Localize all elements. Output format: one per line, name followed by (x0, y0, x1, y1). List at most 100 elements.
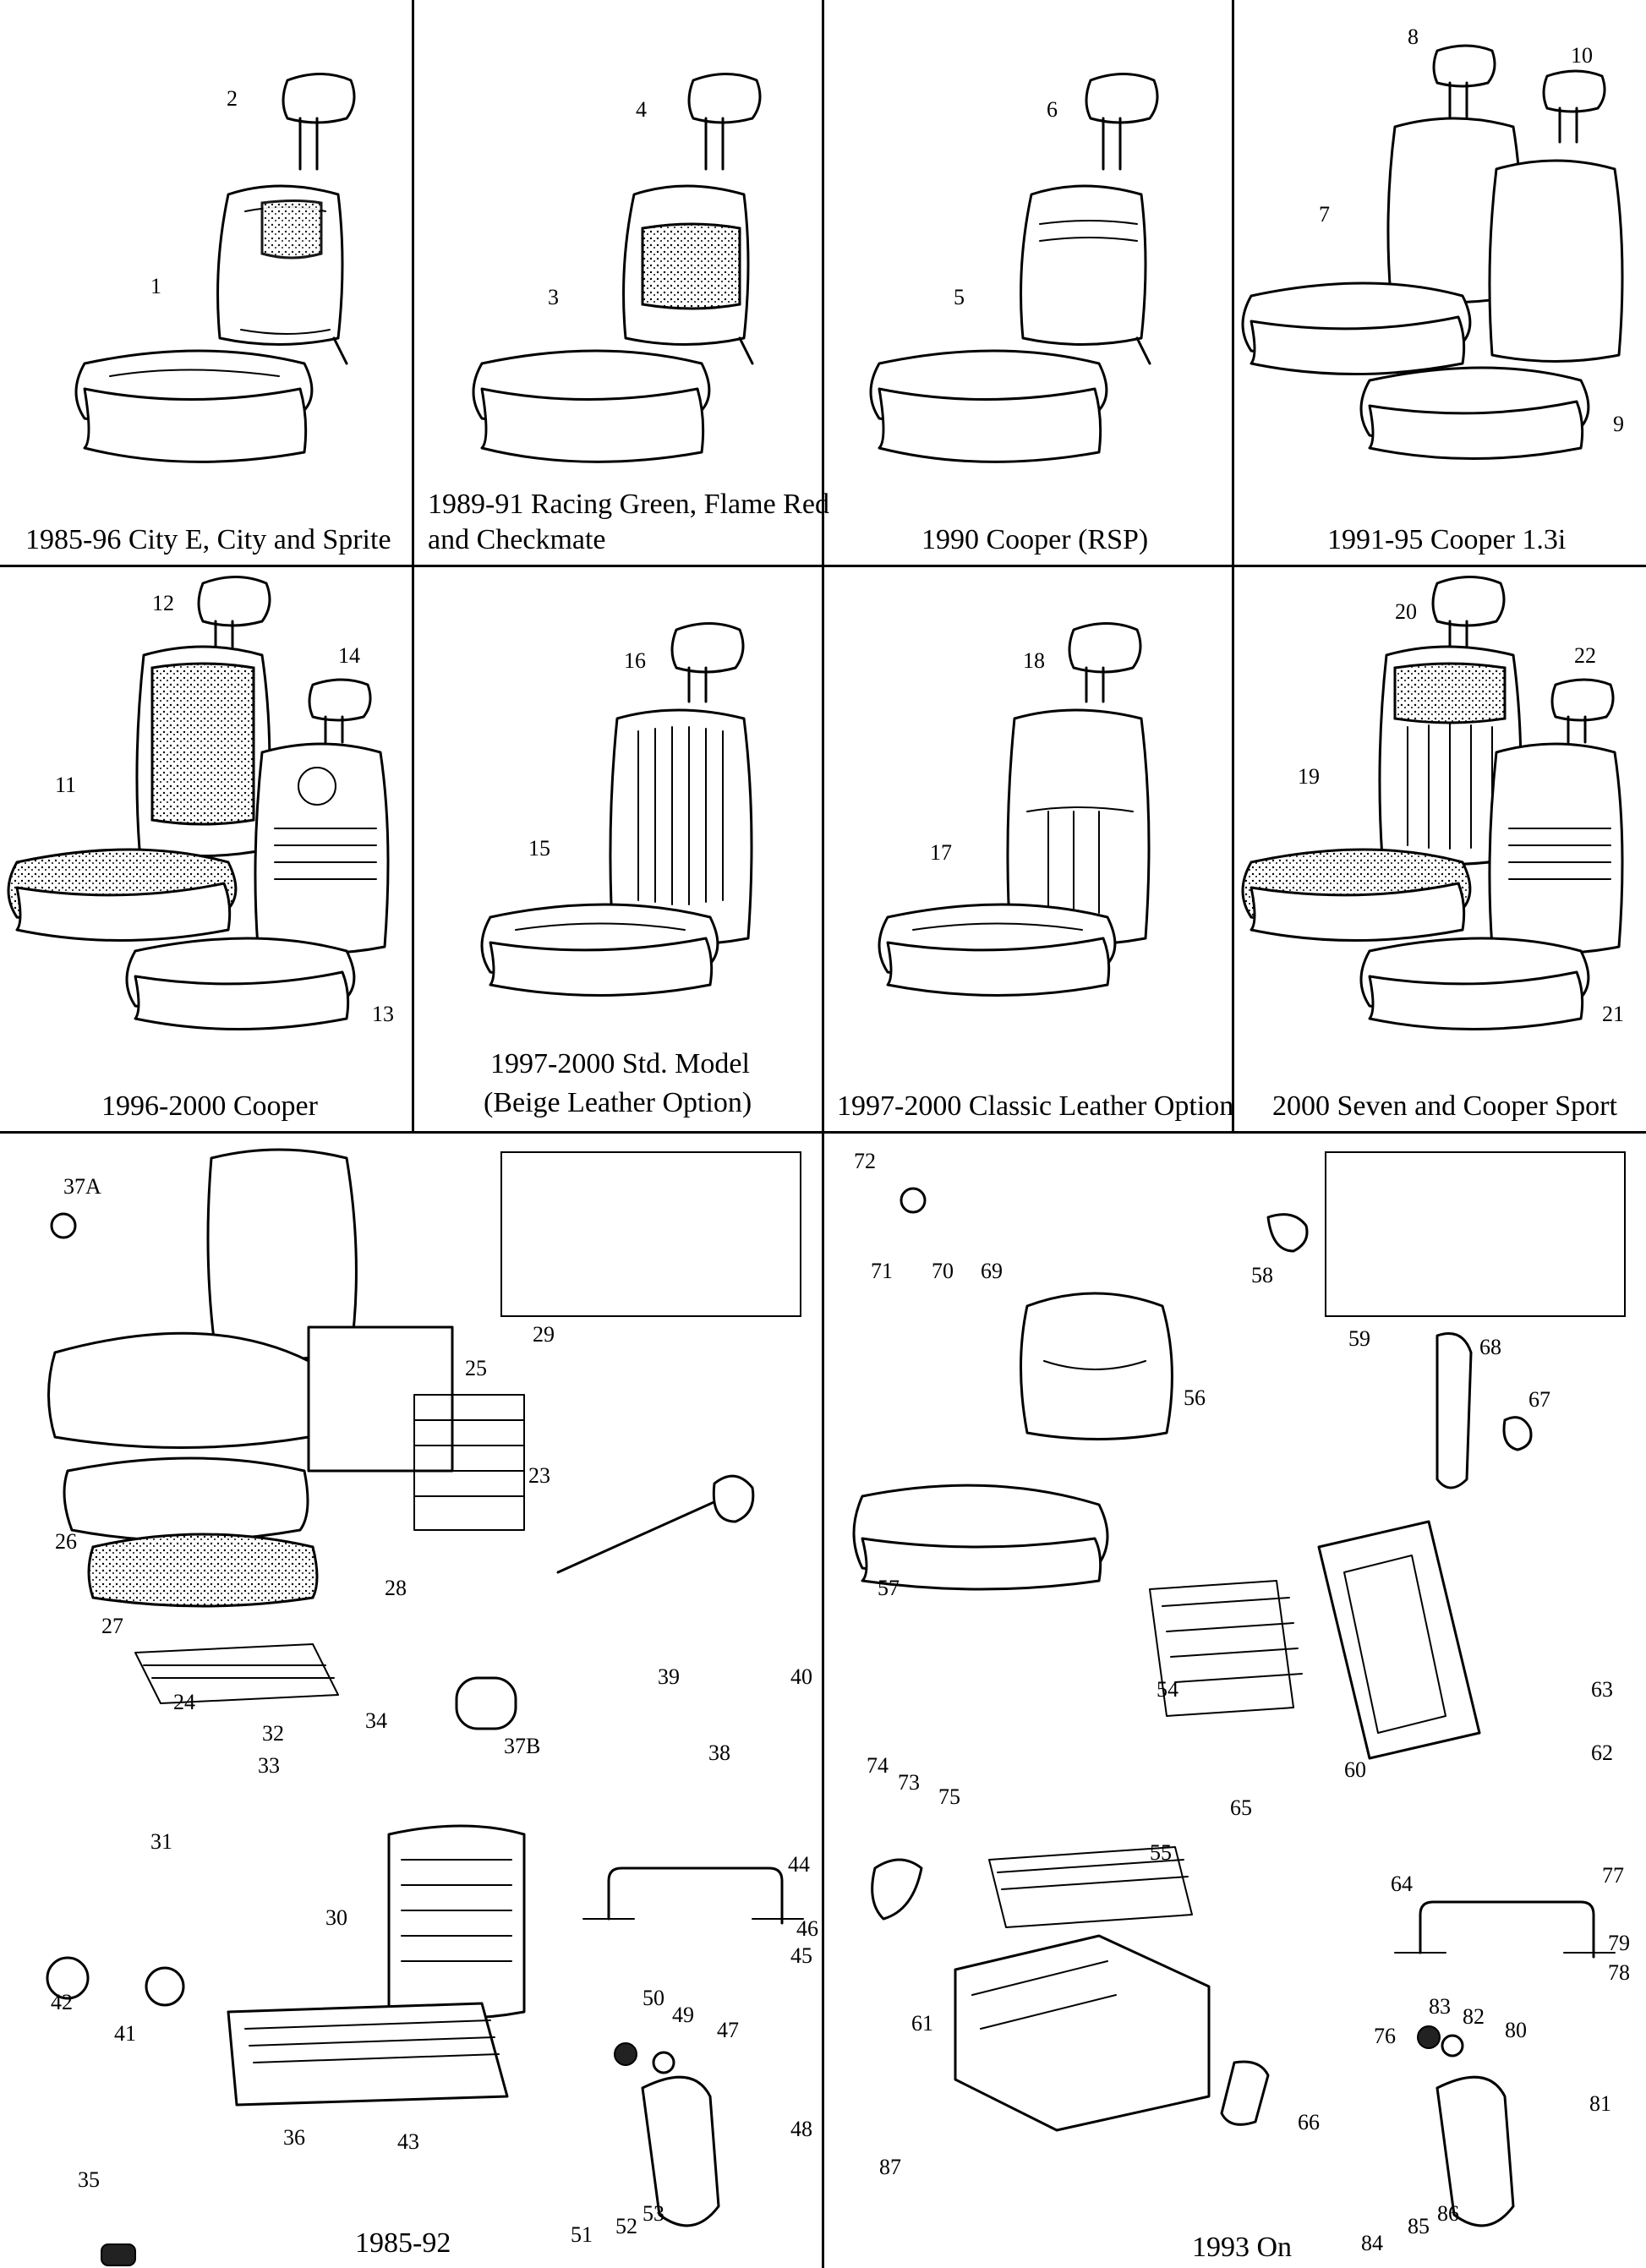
callout-86: 86 (1437, 2201, 1459, 2226)
callout-43: 43 (397, 2129, 419, 2154)
callout-51: 51 (571, 2222, 593, 2247)
callout-78: 78 (1608, 1960, 1630, 1985)
caption-p2-line2: and Checkmate (428, 524, 606, 555)
callout-49: 49 (672, 2003, 694, 2027)
callout-41: 41 (114, 2021, 136, 2046)
callout-74: 74 (867, 1753, 889, 1778)
callout-73: 73 (898, 1770, 920, 1795)
caption-p6-line1: 1997-2000 Std. Model (490, 1048, 750, 1079)
callout-66: 66 (1298, 2110, 1320, 2134)
callout-87: 87 (879, 2155, 901, 2179)
callout-18: 18 (1023, 648, 1045, 673)
caption-p8: 2000 Seven and Cooper Sport (1272, 1090, 1617, 1122)
callout-6: 6 (1047, 97, 1058, 122)
callout-75: 75 (938, 1784, 960, 1809)
callout-27: 27 (101, 1614, 123, 1638)
callout-58: 58 (1251, 1263, 1273, 1287)
exploded-view-1985-92 (46, 1148, 804, 2266)
callout-5: 5 (954, 285, 965, 309)
callout-67: 67 (1528, 1387, 1550, 1412)
callout-47: 47 (717, 2018, 739, 2042)
callout-35: 35 (78, 2167, 100, 2192)
callout-85: 85 (1408, 2214, 1430, 2238)
callout-24: 24 (173, 1690, 195, 1714)
seat-illustration-p3 (869, 73, 1159, 463)
callout-20: 20 (1395, 599, 1417, 624)
callout-37B: 37B (504, 1734, 541, 1758)
exploded-view-1993-on (852, 1187, 1616, 2227)
callout-63: 63 (1591, 1677, 1613, 1702)
caption-p4: 1991-95 Cooper 1.3i (1327, 524, 1567, 555)
caption-p3: 1990 Cooper (RSP) (921, 524, 1149, 555)
callout-83: 83 (1429, 1994, 1451, 2019)
callout-57: 57 (878, 1576, 900, 1600)
callout-10: 10 (1571, 43, 1593, 68)
callout-21: 21 (1602, 1002, 1624, 1026)
callout-32: 32 (262, 1721, 284, 1746)
callout-31: 31 (150, 1829, 172, 1854)
seat-illustration-p7 (878, 622, 1151, 997)
callout-36: 36 (283, 2125, 305, 2150)
callout-68: 68 (1479, 1335, 1501, 1359)
callout-38: 38 (708, 1741, 730, 1765)
caption-p1: 1985-96 City E, City and Sprite (25, 524, 391, 555)
callout-14: 14 (338, 643, 360, 668)
callout-56: 56 (1184, 1385, 1206, 1410)
callout-62: 62 (1591, 1741, 1613, 1765)
callout-70: 70 (932, 1259, 954, 1283)
callout-81: 81 (1589, 2091, 1611, 2116)
callout-2: 2 (227, 86, 238, 111)
callout-33: 33 (258, 1753, 280, 1778)
caption-p7: 1997-2000 Classic Leather Option (837, 1090, 1234, 1122)
seat-illustration-p1 (74, 73, 356, 463)
callout-29: 29 (533, 1322, 555, 1347)
callout-40: 40 (790, 1664, 812, 1689)
seat-illustration-p5 (7, 576, 390, 1030)
callout-65: 65 (1230, 1795, 1252, 1820)
callout-50: 50 (643, 1986, 664, 2010)
caption-p6-line2: (Beige Leather Option) (484, 1087, 752, 1118)
caption-p2-line1: 1989-91 Racing Green, Flame Red (428, 489, 829, 520)
seat-illustration-p8 (1241, 576, 1624, 1030)
callout-84: 84 (1361, 2231, 1383, 2255)
callout-45: 45 (790, 1943, 812, 1968)
caption-p9: 1985-92 (355, 2227, 451, 2259)
callout-28: 28 (385, 1576, 407, 1600)
callout-25: 25 (465, 1356, 487, 1380)
callout-26: 26 (55, 1529, 77, 1554)
callout-7: 7 (1319, 202, 1330, 227)
callout-44: 44 (788, 1852, 810, 1877)
callout-53: 53 (643, 2201, 664, 2226)
callout-9: 9 (1613, 412, 1624, 436)
grid-vline-2 (822, 0, 824, 2268)
callout-77: 77 (1602, 1863, 1624, 1888)
callout-1: 1 (150, 274, 161, 298)
grid-vline-1 (412, 0, 414, 565)
callout-19: 19 (1298, 764, 1320, 789)
callout-52: 52 (615, 2214, 637, 2238)
callout-69: 69 (981, 1259, 1003, 1283)
caption-p10: 1993 On (1192, 2232, 1293, 2263)
callout-3: 3 (548, 285, 559, 309)
callout-82: 82 (1463, 2004, 1485, 2029)
callout-30: 30 (325, 1905, 347, 1930)
callout-34: 34 (365, 1708, 387, 1733)
callout-80: 80 (1505, 2018, 1527, 2042)
callout-71: 71 (871, 1259, 893, 1283)
callout-37A: 37A (63, 1174, 101, 1199)
callout-8: 8 (1408, 25, 1419, 49)
callout-54: 54 (1157, 1677, 1178, 1702)
callout-42: 42 (51, 1990, 73, 2014)
callout-12: 12 (152, 591, 174, 615)
callout-23: 23 (528, 1463, 550, 1488)
callout-46: 46 (796, 1916, 818, 1941)
seat-illustration-p4 (1241, 44, 1624, 460)
callout-61: 61 (911, 2011, 933, 2036)
caption-p5: 1996-2000 Cooper (101, 1090, 318, 1122)
callout-17: 17 (930, 840, 952, 865)
callout-55: 55 (1150, 1840, 1172, 1865)
callout-4: 4 (636, 97, 647, 122)
inset-box-29 (500, 1151, 801, 1317)
